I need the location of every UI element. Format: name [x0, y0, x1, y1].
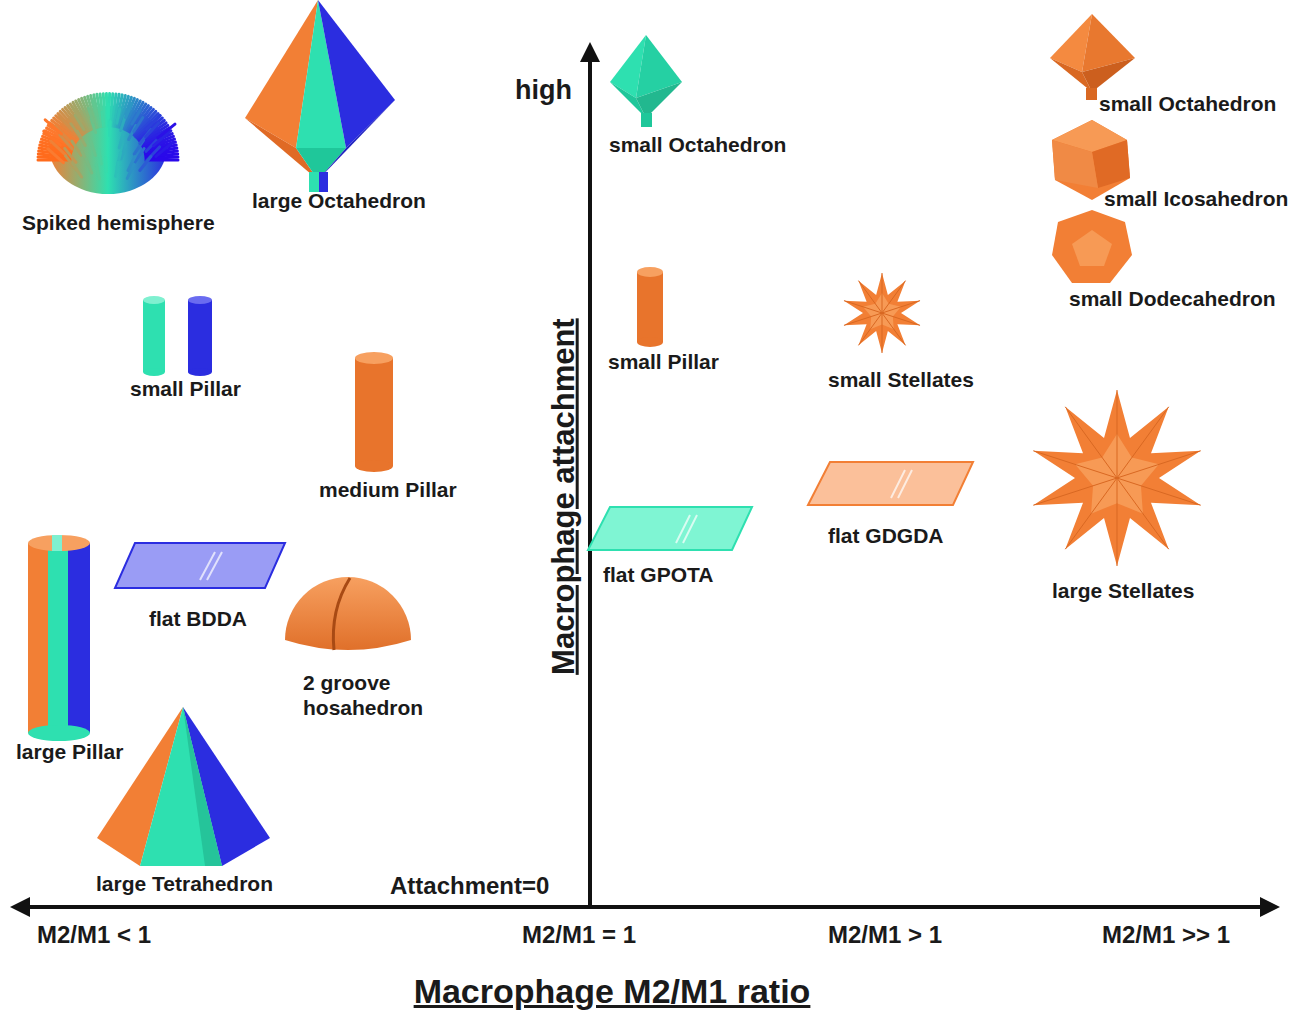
axis-tick-label: high: [515, 74, 572, 106]
spiked-hemisphere: [38, 94, 178, 194]
large-tetrahedron: [97, 707, 270, 866]
flat-film: [115, 543, 285, 588]
axis-tick-label: M2/M1 > 1: [828, 921, 942, 950]
hosahedron: [285, 577, 411, 650]
axis-tick-label: Attachment=0: [390, 872, 549, 901]
shape-label: large Pillar: [16, 739, 123, 764]
shape-label: small Pillar: [608, 349, 719, 374]
shape-label: flat GPOTA: [603, 562, 713, 587]
large-pillar: [28, 535, 90, 741]
small-octahedron: [610, 35, 682, 127]
axis-tick-label: M2/M1 < 1: [37, 921, 151, 950]
shape-label: flat GDGDA: [828, 523, 944, 548]
shape-label: small Dodecahedron: [1069, 286, 1276, 311]
x-axis: [14, 905, 1276, 909]
small-octahedron: [1050, 14, 1135, 100]
axis-tick-label: M2/M1 = 1: [522, 921, 636, 950]
small-dodecahedron: [1052, 210, 1132, 283]
axis-title: Macrophage M2/M1 ratio: [414, 971, 811, 1010]
large-octahedron: [245, 0, 395, 192]
axis-title: Macrophage attachment: [544, 319, 581, 676]
shape-label: medium Pillar: [319, 477, 457, 502]
axis-tick-label: M2/M1 >> 1: [1102, 921, 1230, 950]
small-pillar: [143, 296, 212, 376]
shape-label: small Octahedron: [1099, 91, 1276, 116]
flat-film: [588, 507, 752, 550]
medium-pillar: [355, 352, 393, 472]
shape-label: 2 groove hosahedron: [303, 670, 433, 720]
flat-film: [808, 462, 973, 505]
shape-label: Spiked hemisphere: [22, 210, 215, 235]
shape-label: small Octahedron: [609, 132, 786, 157]
shape-label: small Stellates: [828, 367, 974, 392]
shape-label: flat BDDA: [149, 606, 247, 631]
y-axis: [588, 46, 592, 907]
shape-label: small Icosahedron: [1104, 186, 1288, 211]
shape-label: large Tetrahedron: [96, 871, 273, 896]
shape-label: small Pillar: [130, 376, 241, 401]
stellates: [844, 273, 1201, 566]
shape-label: large Octahedron: [252, 188, 426, 213]
small-pillar: [637, 267, 663, 347]
shape-label: large Stellates: [1052, 578, 1194, 603]
